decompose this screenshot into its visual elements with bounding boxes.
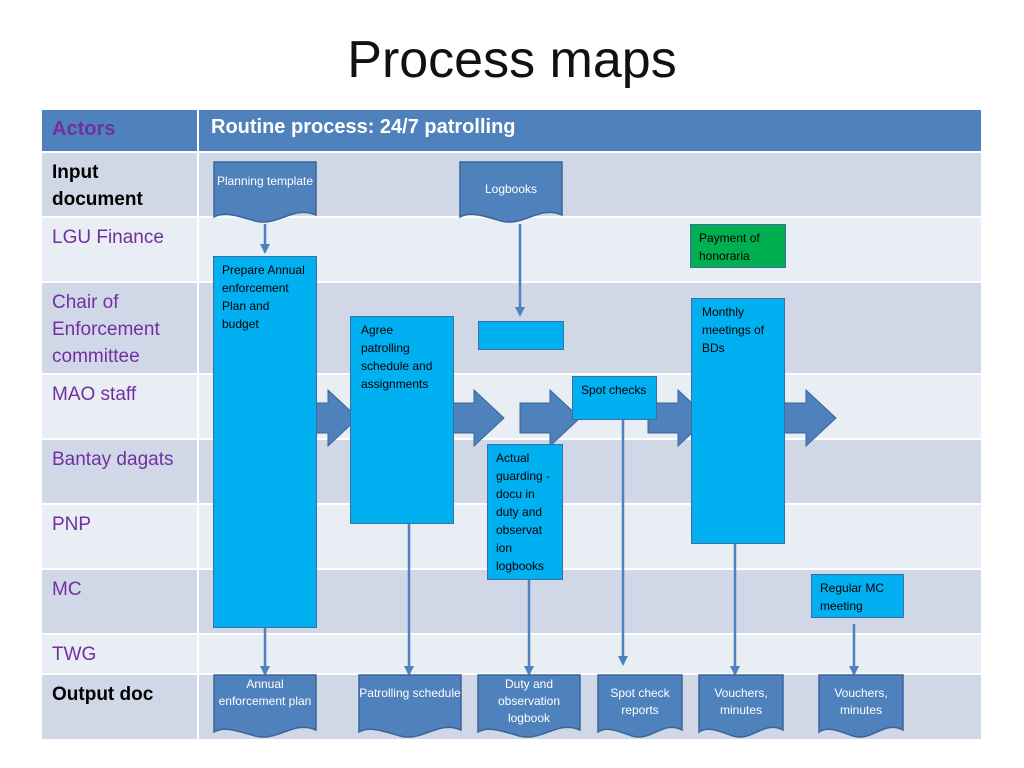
lane-label-input-document: Input document [42, 153, 199, 216]
process-header: Routine process: 24/7 patrolling [211, 116, 516, 138]
output-doc-vouchers-2: Vouchers, minutes [818, 674, 904, 742]
lane-label-bantay-dagats: Bantay dagats [42, 440, 199, 503]
lane-lgu-finance: LGU Finance [42, 216, 981, 281]
lane-twg: TWG [42, 633, 981, 673]
header-row: Actors Routine process: 24/7 patrolling [42, 110, 981, 151]
process-agree-schedule: Agree patrolling schedule and assignment… [350, 316, 454, 524]
lane-label-output-doc: Output doc [42, 675, 199, 739]
output-doc-vouchers-1: Vouchers, minutes [698, 674, 784, 742]
lane-label-mc: MC [42, 570, 199, 633]
output-doc-patrolling-schedule: Patrolling schedule [358, 674, 462, 742]
input-doc-label: Planning template [216, 174, 314, 188]
output-doc-annual-plan: Annual enforcement plan [213, 674, 317, 742]
process-actual-guarding: Actual guarding -docu in duty and observ… [487, 444, 563, 580]
input-doc-planning-template: Planning template [213, 161, 317, 227]
output-doc-label: Duty and observation logbook [497, 677, 561, 725]
process-regular-mc: Regular MC meeting [811, 574, 904, 618]
lane-mao-staff: MAO staff [42, 373, 981, 438]
lane-label-chair-enforcement: Chair of Enforcement committee [42, 283, 199, 373]
output-doc-label: Vouchers, minutes [834, 686, 888, 717]
process-monthly-meetings: Monthly meetings of BDs [691, 298, 785, 544]
output-doc-duty-logbook: Duty and observation logbook [477, 674, 581, 742]
output-doc-label: Vouchers, minutes [714, 686, 768, 717]
page-title: Process maps [347, 31, 677, 89]
logbook-bar [478, 321, 564, 350]
output-doc-label: Patrolling schedule [359, 686, 461, 700]
lane-label-twg: TWG [42, 635, 199, 673]
output-doc-spot-check-reports: Spot check reports [597, 674, 683, 742]
actors-header: Actors [42, 110, 199, 151]
process-prepare-plan: Prepare Annual enforcement Plan and budg… [213, 256, 317, 628]
lane-label-mao-staff: MAO staff [42, 375, 199, 438]
input-doc-label: Logbooks [484, 182, 538, 196]
output-doc-label: Annual enforcement plan [218, 677, 312, 708]
input-doc-logbooks: Logbooks [459, 161, 563, 227]
lane-label-pnp: PNP [42, 505, 199, 568]
lane-label-lgu-finance: LGU Finance [42, 218, 199, 281]
output-doc-label: Spot check reports [610, 686, 670, 717]
process-spot-checks: Spot checks [572, 376, 657, 420]
process-payment-honoraria: Payment of honoraria [690, 224, 786, 268]
